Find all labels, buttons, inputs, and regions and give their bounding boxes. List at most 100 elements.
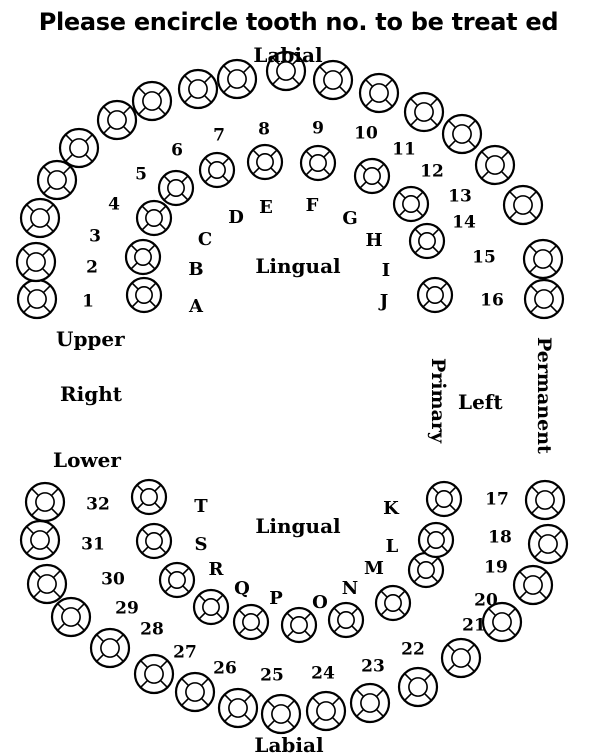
tooth-number-g: G: [342, 208, 357, 229]
primary-upper-tooth[interactable]: [408, 222, 446, 260]
primary-upper-tooth[interactable]: [198, 151, 236, 189]
permanent-upper-tooth[interactable]: [312, 59, 354, 101]
primary-lower-tooth[interactable]: [130, 478, 168, 516]
primary-lower-tooth[interactable]: [327, 601, 365, 639]
primary-upper-tooth[interactable]: [416, 276, 454, 314]
tooth-number-l: L: [386, 536, 399, 557]
primary-upper-tooth[interactable]: [392, 185, 430, 223]
tooth-number-25: 25: [260, 666, 284, 686]
tooth-number-32: 32: [86, 495, 110, 515]
permanent-upper-tooth[interactable]: [96, 99, 138, 141]
primary-lower-tooth[interactable]: [425, 480, 463, 518]
permanent-lower-tooth[interactable]: [527, 523, 569, 565]
permanent-label: Permanent: [533, 337, 555, 454]
lingual-lower-label: Lingual: [255, 514, 341, 538]
permanent-upper-tooth[interactable]: [474, 144, 516, 186]
permanent-lower-tooth[interactable]: [89, 627, 131, 669]
permanent-lower-tooth[interactable]: [512, 564, 554, 606]
permanent-lower-tooth[interactable]: [174, 671, 216, 713]
permanent-lower-tooth[interactable]: [481, 601, 523, 643]
permanent-upper-tooth[interactable]: [36, 159, 78, 201]
lingual-upper-label: Lingual: [255, 254, 341, 278]
chart-title: Please encircle tooth no. to be treat ed: [38, 8, 559, 36]
permanent-upper-tooth[interactable]: [16, 278, 58, 320]
permanent-upper-tooth[interactable]: [358, 72, 400, 114]
permanent-upper-tooth[interactable]: [502, 184, 544, 226]
tooth-number-8: 8: [258, 120, 270, 140]
permanent-upper-tooth[interactable]: [19, 197, 61, 239]
primary-upper-tooth[interactable]: [125, 276, 163, 314]
tooth-number-2: 2: [86, 258, 98, 278]
tooth-number-28: 28: [140, 620, 164, 640]
permanent-upper-tooth[interactable]: [522, 238, 564, 280]
tooth-number-6: 6: [171, 141, 183, 161]
permanent-upper-tooth[interactable]: [441, 113, 483, 155]
primary-upper-tooth[interactable]: [124, 238, 162, 276]
primary-upper-tooth[interactable]: [353, 157, 391, 195]
primary-lower-tooth[interactable]: [280, 606, 318, 644]
tooth-number-16: 16: [480, 291, 504, 311]
permanent-upper-tooth[interactable]: [216, 58, 258, 100]
permanent-lower-tooth[interactable]: [26, 563, 68, 605]
primary-lower-tooth[interactable]: [158, 561, 196, 599]
tooth-number-t: T: [194, 496, 208, 517]
tooth-number-31: 31: [81, 535, 105, 555]
tooth-number-26: 26: [213, 659, 237, 679]
permanent-upper-tooth[interactable]: [131, 80, 173, 122]
tooth-number-27: 27: [173, 643, 197, 663]
primary-lower-tooth[interactable]: [232, 603, 270, 641]
permanent-lower-tooth[interactable]: [524, 479, 566, 521]
tooth-number-21: 21: [462, 616, 486, 636]
tooth-number-s: S: [195, 534, 208, 555]
primary-lower-tooth[interactable]: [407, 551, 445, 589]
tooth-number-q: Q: [234, 578, 250, 599]
permanent-lower-tooth[interactable]: [24, 481, 66, 523]
tooth-number-r: R: [209, 559, 225, 580]
permanent-lower-tooth[interactable]: [305, 690, 347, 732]
right-label: Right: [60, 382, 123, 406]
lower-label: Lower: [53, 448, 121, 472]
primary-upper-tooth[interactable]: [157, 169, 195, 207]
permanent-lower-tooth[interactable]: [217, 687, 259, 729]
tooth-number-11: 11: [392, 140, 416, 160]
tooth-number-5: 5: [135, 165, 147, 185]
primary-lower-tooth[interactable]: [417, 521, 455, 559]
primary-lower-tooth[interactable]: [374, 584, 412, 622]
tooth-number-1: 1: [82, 292, 94, 312]
permanent-lower-tooth[interactable]: [349, 682, 391, 724]
tooth-number-j: J: [378, 291, 389, 312]
permanent-lower-tooth[interactable]: [19, 519, 61, 561]
primary-lower-tooth[interactable]: [135, 522, 173, 560]
primary-lower-tooth[interactable]: [192, 588, 230, 626]
tooth-number-19: 19: [484, 558, 508, 578]
primary-upper-tooth[interactable]: [135, 199, 173, 237]
permanent-lower-tooth[interactable]: [133, 653, 175, 695]
permanent-upper-tooth[interactable]: [177, 68, 219, 110]
tooth-number-b: B: [188, 259, 203, 280]
tooth-number-3: 3: [89, 227, 101, 247]
permanent-lower-tooth[interactable]: [397, 666, 439, 708]
permanent-upper-tooth[interactable]: [58, 127, 100, 169]
primary-upper-tooth[interactable]: [246, 143, 284, 181]
tooth-number-4: 4: [108, 195, 120, 215]
tooth-number-7: 7: [213, 126, 225, 146]
labial-bottom-label: Labial: [254, 733, 324, 756]
tooth-number-15: 15: [472, 248, 496, 268]
primary-label: Primary: [427, 358, 449, 444]
permanent-upper-tooth[interactable]: [15, 241, 57, 283]
tooth-number-29: 29: [115, 599, 139, 619]
permanent-lower-tooth[interactable]: [260, 693, 302, 735]
permanent-upper-tooth[interactable]: [523, 278, 565, 320]
tooth-number-14: 14: [452, 213, 476, 233]
permanent-upper-tooth[interactable]: [265, 50, 307, 92]
tooth-number-20: 20: [474, 591, 498, 611]
tooth-number-a: A: [188, 296, 204, 317]
primary-upper-tooth[interactable]: [299, 144, 337, 182]
tooth-number-e: E: [259, 197, 273, 218]
tooth-number-p: P: [269, 588, 283, 609]
tooth-number-9: 9: [312, 119, 324, 139]
permanent-upper-tooth[interactable]: [403, 91, 445, 133]
permanent-lower-tooth[interactable]: [50, 596, 92, 638]
permanent-lower-tooth[interactable]: [440, 637, 482, 679]
